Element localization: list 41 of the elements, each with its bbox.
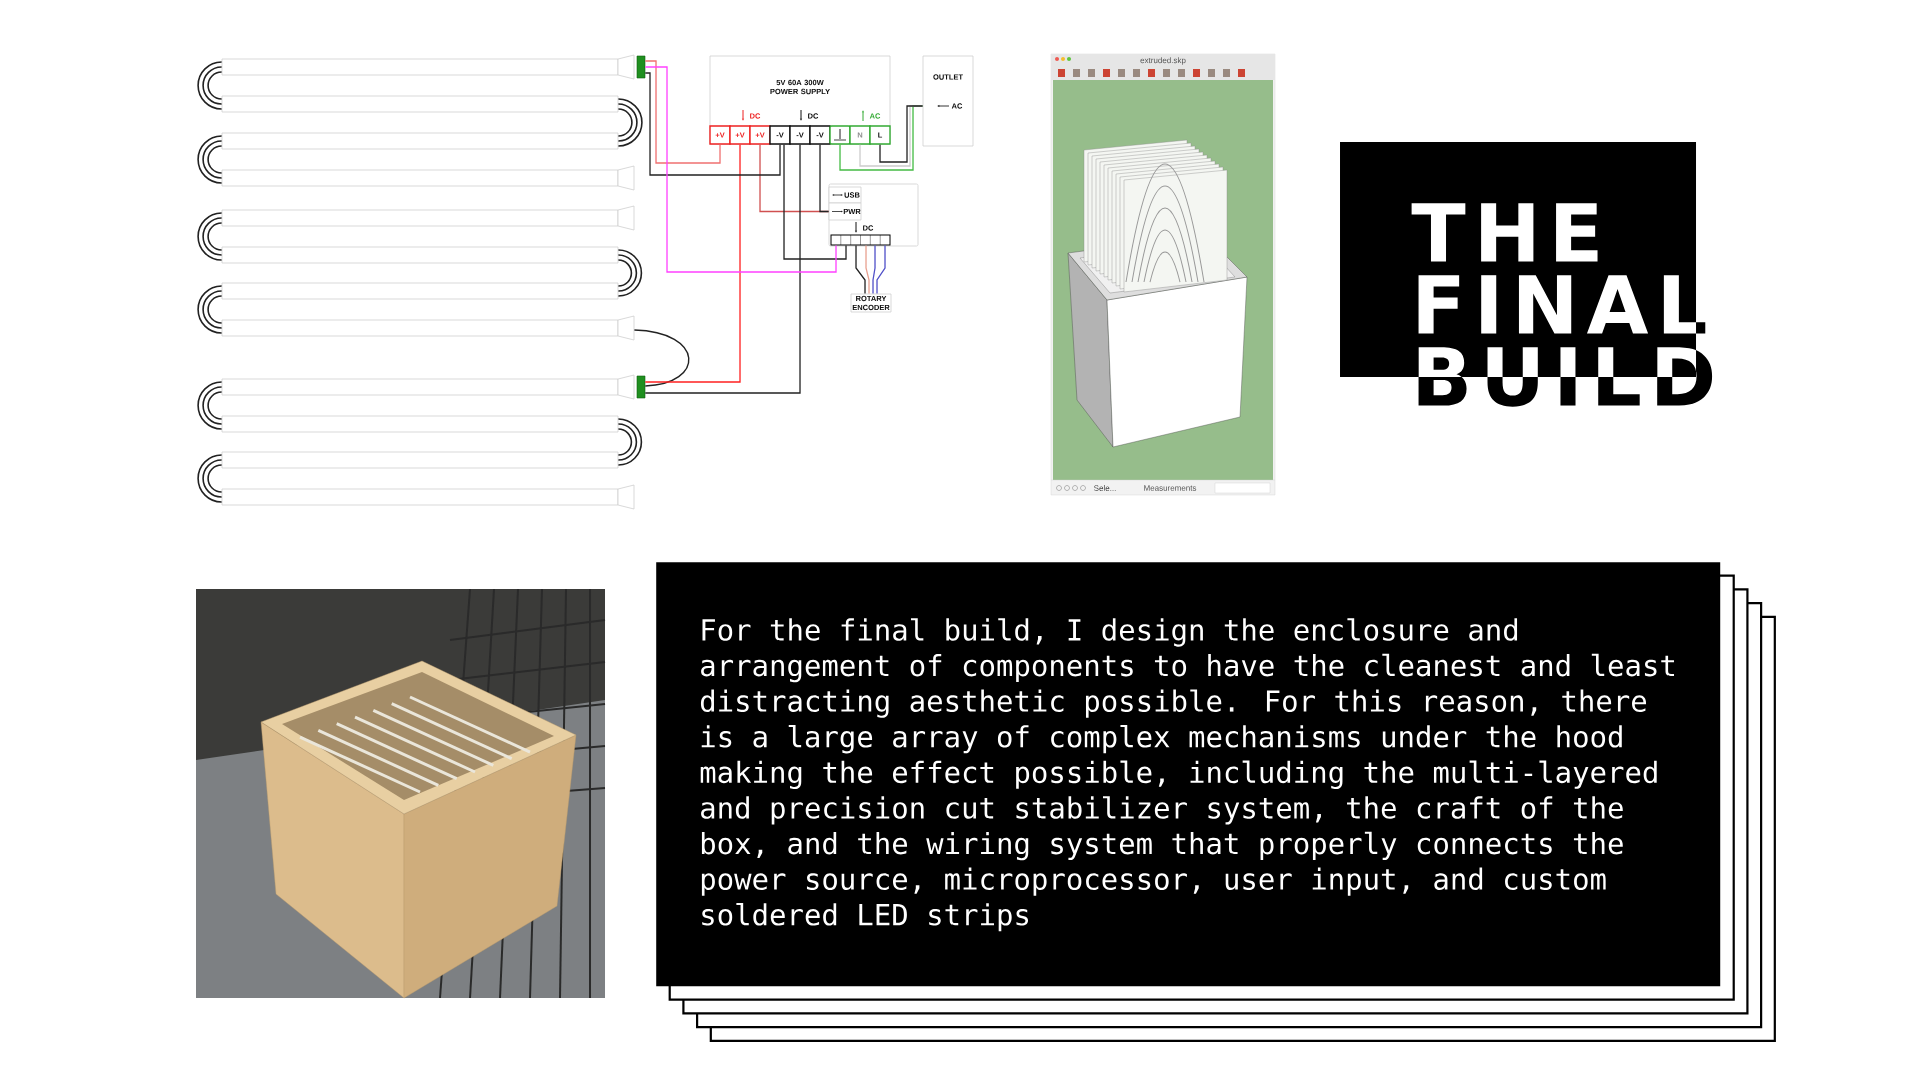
wire bbox=[617, 249, 643, 297]
wire bbox=[876, 244, 886, 295]
wire bbox=[644, 60, 721, 164]
wire bbox=[865, 244, 870, 295]
led-strip bbox=[221, 95, 619, 113]
wire bbox=[197, 212, 223, 261]
terminal-connector bbox=[636, 55, 646, 79]
pin-header bbox=[830, 234, 891, 246]
led-strip bbox=[221, 374, 635, 400]
wire bbox=[197, 285, 223, 334]
wire bbox=[819, 144, 830, 213]
led-strip bbox=[221, 165, 635, 191]
text-panel: For the final build, I design the enclosure and arrangement of components to have the cleanest and least distracting aesthetic possible. For this reason, there is a large array of complex mechanisms under the hood making the effect possible, including the multi-layered and precision cut stabilizer system, the craft of the box, and the wiring system that properly connects the power source, microprocessor, user input, and custom soldered LED strips bbox=[656, 562, 1721, 987]
wire bbox=[879, 105, 924, 163]
window-title: extruded.skp bbox=[1140, 57, 1186, 65]
led-strip bbox=[221, 484, 635, 510]
led-strip bbox=[221, 132, 619, 150]
wire bbox=[197, 454, 223, 503]
terminal-connector bbox=[636, 375, 646, 399]
wire bbox=[644, 144, 741, 383]
led-strip bbox=[221, 451, 619, 469]
wire bbox=[855, 244, 866, 295]
led-strip bbox=[221, 415, 619, 433]
led-strip bbox=[221, 282, 619, 300]
led-strip bbox=[221, 315, 635, 341]
wire bbox=[644, 66, 837, 273]
wire bbox=[783, 144, 847, 260]
wire bbox=[644, 72, 781, 176]
wire bbox=[197, 61, 223, 110]
wire bbox=[617, 98, 643, 147]
wire bbox=[617, 418, 643, 466]
terminal-cell bbox=[829, 125, 851, 145]
led-strip bbox=[221, 246, 619, 264]
wire bbox=[644, 144, 801, 394]
wire bbox=[197, 381, 223, 430]
status-text: Sele... bbox=[1094, 485, 1116, 491]
wire bbox=[197, 135, 223, 184]
status-text: Measurements bbox=[1144, 485, 1197, 491]
led-strip bbox=[221, 205, 635, 231]
wire bbox=[872, 244, 876, 295]
led-strip bbox=[221, 54, 635, 80]
